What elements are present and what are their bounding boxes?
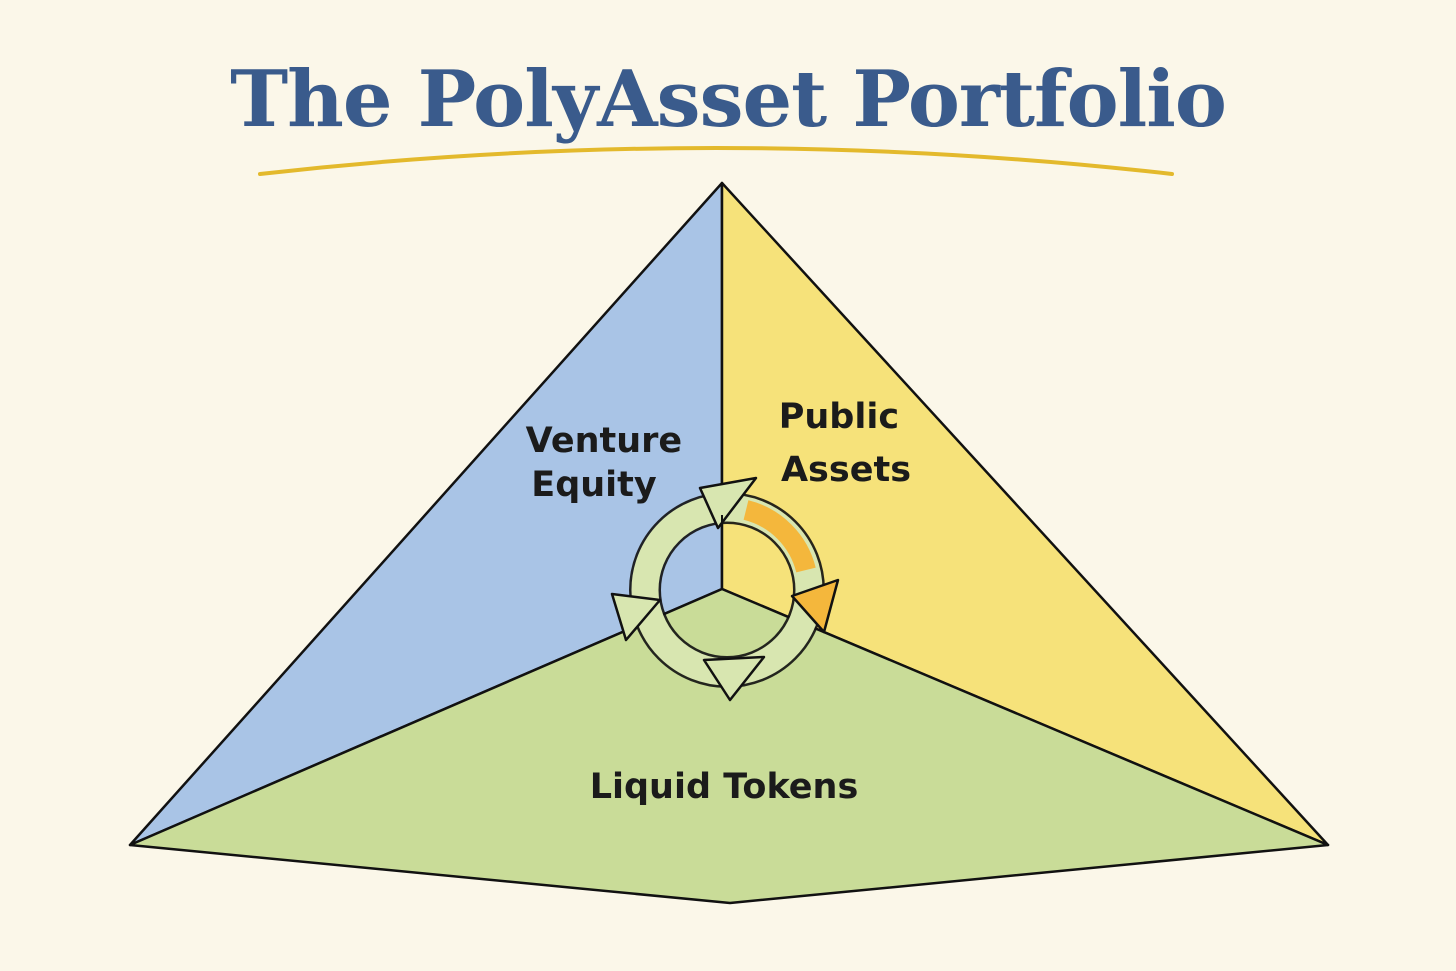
- label-liquid-tokens: Liquid Tokens: [590, 767, 859, 807]
- label-venture-equity: Venture Equity: [526, 421, 695, 505]
- label-venture-equity-line1: Venture: [526, 421, 682, 461]
- title-underline: [258, 146, 1174, 176]
- cycle-arrows-icon: [610, 476, 840, 702]
- label-public-assets-line1: Public: [779, 397, 899, 437]
- label-public-assets-line2: Assets: [781, 450, 911, 490]
- page-title: The PolyAsset Portfolio: [230, 54, 1227, 145]
- label-public-assets: Public Assets: [779, 397, 912, 490]
- segment-liquid-tokens[interactable]: [128, 587, 1330, 905]
- label-venture-equity-line2: Equity: [531, 465, 657, 505]
